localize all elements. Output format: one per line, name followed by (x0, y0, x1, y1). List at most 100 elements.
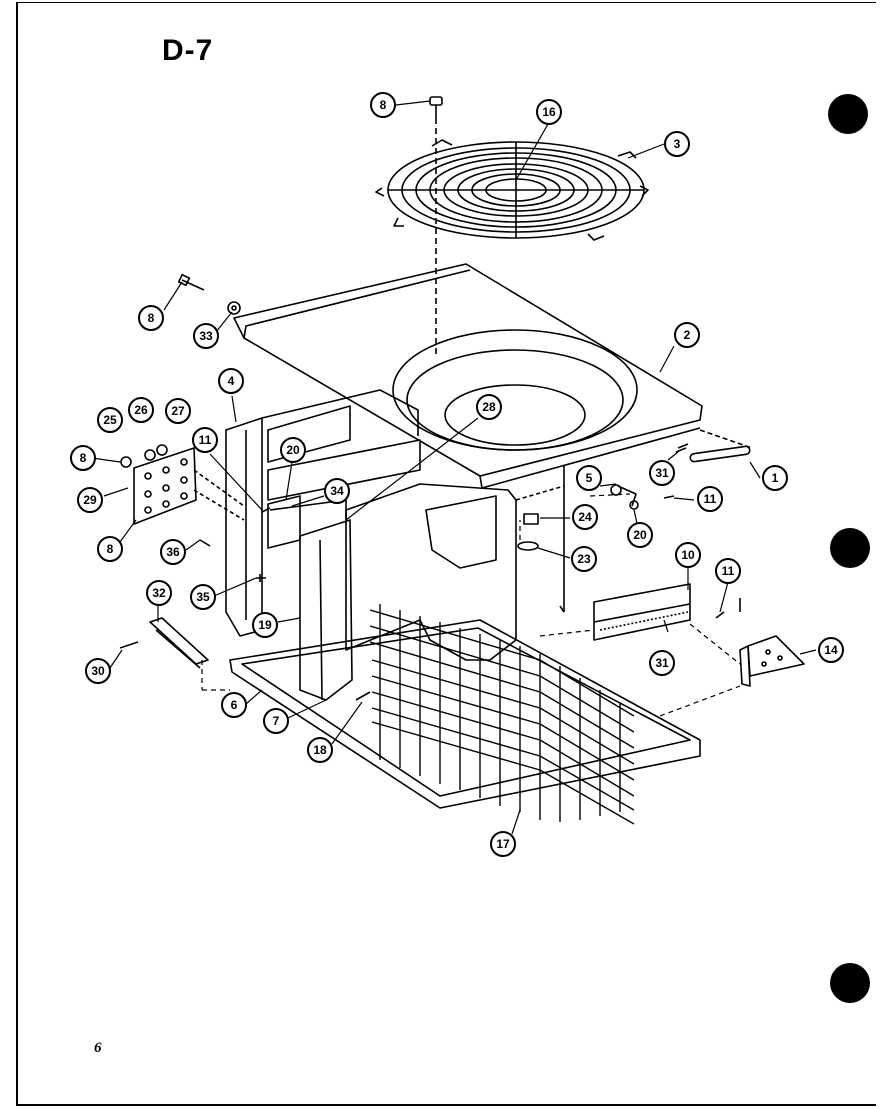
alignment-lines (201, 493, 741, 717)
callout-3: 3 (664, 131, 690, 157)
callout-label: 1 (772, 471, 779, 485)
callout-circle (77, 487, 103, 513)
callout-label: 8 (80, 451, 87, 465)
control-plate (120, 444, 245, 525)
callout-circle (649, 460, 675, 486)
bracket-10 (593, 583, 691, 641)
bracket-32 (149, 617, 209, 669)
callout-circle (160, 539, 186, 565)
callout-label: 35 (196, 590, 210, 604)
callout-label: 32 (152, 586, 166, 600)
callout-20: 20 (280, 437, 306, 463)
rod-part-1 (689, 429, 753, 463)
callout-circle (649, 650, 675, 676)
callout-circle (128, 397, 154, 423)
callout-label: 17 (496, 837, 510, 851)
callout-circle (193, 323, 219, 349)
callout-label: 18 (313, 743, 327, 757)
callout-25: 25 (97, 407, 123, 433)
leader-lines (91, 100, 817, 835)
callout-label: 24 (578, 510, 592, 524)
callout-circle (97, 536, 123, 562)
callout-circle (674, 322, 700, 348)
callout-circle (146, 580, 172, 606)
callout-17: 17 (490, 831, 516, 857)
callout-24: 24 (572, 504, 598, 530)
callout-8: 8 (138, 305, 164, 331)
callout-label: 27 (171, 404, 185, 418)
callout-label: 31 (655, 656, 669, 670)
callout-29: 29 (77, 487, 103, 513)
callout-14: 14 (818, 637, 844, 663)
fan-guard (375, 139, 649, 241)
callout-circle (85, 658, 111, 684)
callout-8: 8 (70, 445, 96, 471)
callout-label: 5 (586, 471, 593, 485)
callout-1: 1 (762, 465, 788, 491)
callout-20: 20 (627, 522, 653, 548)
callout-circle (263, 708, 289, 734)
callout-circle (697, 486, 723, 512)
right-side-edge (515, 466, 565, 613)
callout-35: 35 (190, 584, 216, 610)
callout-label: 34 (330, 484, 344, 498)
callout-31: 31 (649, 650, 675, 676)
callout-circle (324, 478, 350, 504)
callout-circle (490, 831, 516, 857)
callout-label: 8 (380, 98, 387, 112)
callout-label: 31 (655, 466, 669, 480)
callout-circle (818, 637, 844, 663)
callout-label: 11 (722, 564, 735, 578)
center-partition (269, 483, 517, 701)
top-screw (429, 96, 443, 118)
callout-circle (664, 131, 690, 157)
callout-28: 28 (476, 394, 502, 420)
callout-circle (252, 612, 278, 638)
callout-circle (675, 542, 701, 568)
callout-label: 33 (199, 329, 213, 343)
callout-label: 8 (107, 542, 114, 556)
callout-16: 16 (536, 99, 562, 125)
callout-circle (165, 398, 191, 424)
callout-circle (572, 504, 598, 530)
callout-circle (221, 692, 247, 718)
callout-36: 36 (160, 539, 186, 565)
callout-label: 26 (134, 403, 148, 417)
condenser-coil (369, 604, 635, 825)
callout-label: 3 (674, 137, 681, 151)
top-left-screw (177, 273, 241, 315)
callout-32: 32 (146, 580, 172, 606)
callout-label: 20 (633, 528, 647, 542)
callout-31: 31 (649, 460, 675, 486)
callout-label: 14 (824, 643, 838, 657)
callout-circle (307, 737, 333, 763)
bracket-14 (739, 635, 805, 687)
top-cover (233, 263, 703, 489)
callout-19: 19 (252, 612, 278, 638)
callout-circle (571, 546, 597, 572)
callout-10: 10 (675, 542, 701, 568)
callout-label: 23 (577, 552, 591, 566)
callout-circle (97, 407, 123, 433)
callout-label: 36 (166, 545, 180, 559)
callout-circle (138, 305, 164, 331)
callout-8: 8 (370, 92, 396, 118)
callout-26: 26 (128, 397, 154, 423)
callout-circle (192, 427, 218, 453)
callout-circle (715, 558, 741, 584)
callout-5: 5 (576, 465, 602, 491)
callout-label: 19 (258, 618, 272, 632)
callout-circle (70, 445, 96, 471)
callout-4: 4 (218, 368, 244, 394)
callout-label: 8 (148, 311, 155, 325)
callout-label: 11 (199, 433, 212, 447)
callout-circle (190, 584, 216, 610)
callout-label: 16 (542, 105, 556, 119)
callout-label: 20 (286, 443, 300, 457)
callout-label: 29 (83, 493, 97, 507)
callout-11: 11 (192, 427, 218, 453)
callout-circle (280, 437, 306, 463)
binder-hole-middle (830, 528, 870, 568)
callout-label: 4 (228, 374, 235, 388)
